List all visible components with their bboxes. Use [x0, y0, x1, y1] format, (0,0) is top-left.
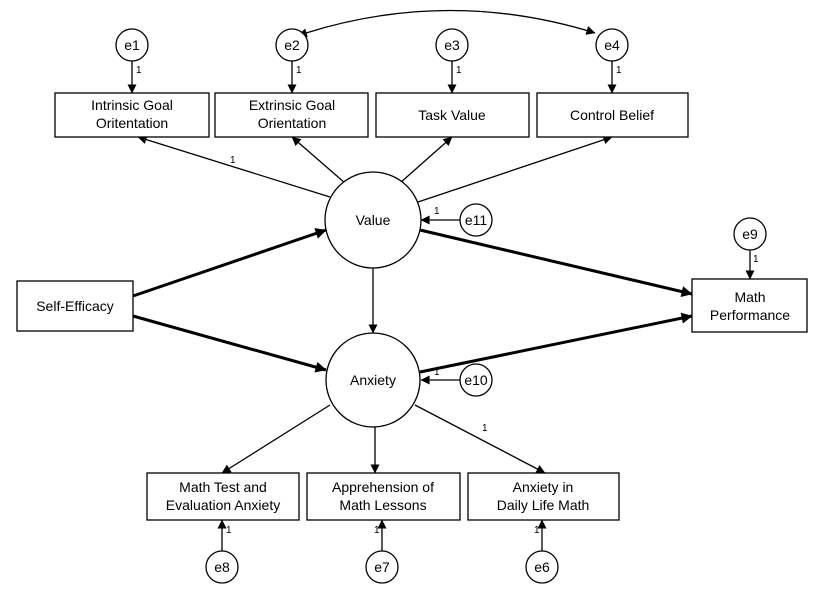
box-label: Extrinsic Goal: [249, 97, 335, 113]
path-value-mathperf: [419, 228, 693, 297]
error-label: e7: [374, 559, 390, 575]
box-math-performance: Math Performance: [691, 278, 808, 333]
box-label: Evaluation Anxiety: [166, 497, 280, 513]
loading-label: 1: [753, 254, 759, 265]
box-self-efficacy: Self-Efficacy: [16, 280, 134, 332]
error-e3: e3: [435, 28, 469, 62]
error-label: e2: [284, 37, 300, 53]
box-label: Math Lessons: [339, 497, 426, 513]
path-value-task: [399, 136, 453, 184]
box-control-belief: Control Belief: [536, 92, 689, 138]
error-label: e11: [465, 212, 488, 228]
loading-label: 1: [374, 525, 380, 536]
error-e10: e10: [459, 363, 493, 397]
box-label: Apprehension of: [332, 479, 434, 495]
error-e9: e9: [733, 217, 767, 251]
path-value-extrinsic: [291, 136, 346, 184]
path-anxiety-mathtest: [221, 404, 331, 474]
box-label: Daily Life Math: [497, 497, 590, 513]
box-daily-life-math: Anxiety in Daily Life Math: [467, 472, 620, 521]
error-e7: e7: [365, 550, 399, 584]
error-e6: e6: [525, 550, 559, 584]
error-e8: e8: [205, 550, 239, 584]
box-label: Orientation: [258, 115, 326, 131]
box-apprehension: Apprehension of Math Lessons: [306, 472, 461, 521]
path-value-control: [417, 135, 613, 203]
loading-label: 1: [456, 65, 462, 76]
loading-label: 1: [616, 65, 622, 76]
error-label: e9: [742, 226, 758, 242]
error-label: e4: [604, 37, 620, 53]
latent-value: Value: [324, 171, 422, 269]
path-anxiety-dailylife: [414, 404, 546, 474]
loading-label: 1: [296, 65, 302, 76]
error-label: e6: [534, 559, 550, 575]
box-label: Task Value: [418, 107, 486, 123]
error-label: e3: [444, 37, 460, 53]
fixed-loading-labels: 1 1 1 1 1 1 1 1 1 1 1 1: [136, 65, 759, 536]
error-e11: e11: [459, 203, 493, 237]
box-label: Performance: [710, 307, 790, 323]
box-label: Math Test and: [179, 479, 267, 495]
loading-label: 1: [434, 367, 440, 378]
box-task-value: Task Value: [375, 92, 530, 138]
box-label: Oritentation: [96, 115, 168, 131]
box-intrinsic-goal: Intrinsic Goal Oritentation: [54, 92, 210, 138]
path-selfefficacy-anxiety: [132, 314, 327, 373]
loading-label: 1: [226, 525, 232, 536]
error-e4: e4: [595, 28, 629, 62]
box-label: Intrinsic Goal: [91, 97, 173, 113]
loading-label: 1: [136, 65, 142, 76]
loading-label: 1: [230, 155, 236, 166]
error-label: e1: [124, 37, 140, 53]
loading-label: 1: [434, 206, 440, 217]
latent-label: Anxiety: [350, 372, 396, 388]
error-e2: e2: [275, 28, 309, 62]
path-value-intrinsic: [137, 135, 331, 198]
loading-label: 1: [482, 423, 488, 434]
error-label: e8: [214, 559, 230, 575]
box-label: Math: [734, 289, 765, 305]
latent-anxiety: Anxiety: [325, 332, 421, 428]
covariance-e2-e4: [297, 9, 596, 38]
path-selfefficacy-value: [132, 228, 327, 298]
error-label: e10: [464, 372, 488, 388]
path-anxiety-mathperf: [419, 312, 693, 374]
latent-label: Value: [356, 212, 391, 228]
box-label: Self-Efficacy: [36, 298, 114, 314]
box-label: Anxiety in: [513, 479, 574, 495]
box-math-test-anxiety: Math Test and Evaluation Anxiety: [146, 472, 300, 521]
loading-label: 1: [534, 525, 540, 536]
error-e1: e1: [115, 28, 149, 62]
box-extrinsic-goal: Extrinsic Goal Orientation: [214, 92, 369, 138]
box-label: Control Belief: [570, 107, 654, 123]
